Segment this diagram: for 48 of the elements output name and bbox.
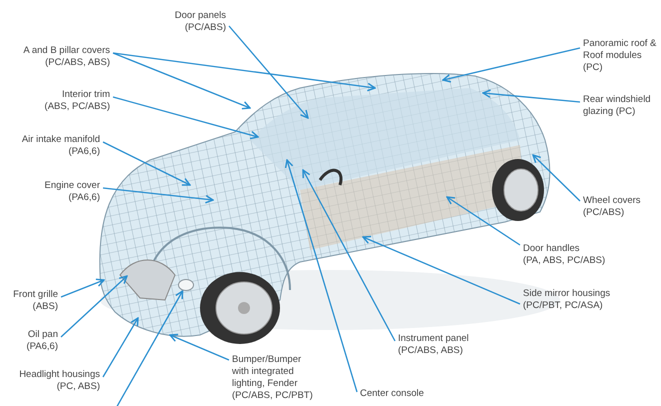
material-spec: (PA6,6): [25, 341, 58, 353]
leader-line: [169, 334, 230, 361]
leader-line: [60, 278, 105, 298]
material-spec: (ABS): [32, 301, 58, 313]
leader-line: [284, 159, 358, 392]
leader-line: [60, 275, 128, 338]
material-spec: (PC/ABS): [583, 207, 626, 219]
part-name: Side mirror housings: [523, 288, 612, 300]
part-name: Wheel covers: [583, 195, 642, 207]
material-spec: (PC/ABS, ABS): [44, 57, 110, 69]
material-spec: (PA6,6): [67, 192, 100, 204]
material-spec: (PC): [583, 62, 604, 74]
leader-line: [114, 290, 184, 406]
leader-line: [532, 154, 580, 202]
leader-line: [482, 89, 580, 103]
part-name: Door handles: [523, 243, 581, 255]
leader-line: [112, 52, 376, 92]
part-name: Engine cover: [44, 180, 100, 192]
leader-line: [442, 47, 580, 83]
material-spec: (PC/PBT, PC/ASA): [523, 300, 604, 312]
leader-line: [112, 52, 251, 110]
material-spec: (PA6,6): [67, 146, 100, 158]
material-spec: (PC, ABS): [56, 381, 100, 393]
part-name: Door panels: [174, 10, 226, 22]
leader-line: [112, 96, 259, 140]
part-name: Interior trim: [60, 89, 110, 101]
part-name: Rear windshield glazing (PC): [583, 94, 652, 118]
leader-line: [228, 26, 309, 119]
leader-line: [102, 317, 139, 378]
part-name: Center console: [360, 388, 425, 400]
part-name: Bumper/Bumper with integrated lighting, Fender: [232, 354, 302, 390]
material-spec: (PC/ABS): [184, 22, 226, 34]
part-name: Panoramic roof & Roof modules: [583, 38, 658, 62]
leader-line: [102, 187, 214, 204]
material-spec: (ABS, PC/ABS): [44, 101, 110, 113]
part-name: Headlight housings: [18, 369, 100, 381]
leader-line: [446, 196, 520, 246]
material-spec: (PA, ABS, PC/ABS): [523, 255, 606, 267]
part-name: Front grille: [12, 289, 58, 301]
material-spec: (PC/ABS, ABS): [398, 345, 464, 357]
part-name: Air intake manifold: [20, 134, 100, 146]
material-spec: (PC/ABS, PC/PBT): [232, 390, 314, 402]
part-name: A and B pillar covers: [22, 45, 110, 57]
part-name: Oil pan: [26, 329, 58, 341]
leader-line: [102, 141, 191, 186]
leader-line: [302, 169, 396, 342]
leader-line: [362, 236, 520, 305]
part-name: Instrument panel: [398, 333, 470, 345]
